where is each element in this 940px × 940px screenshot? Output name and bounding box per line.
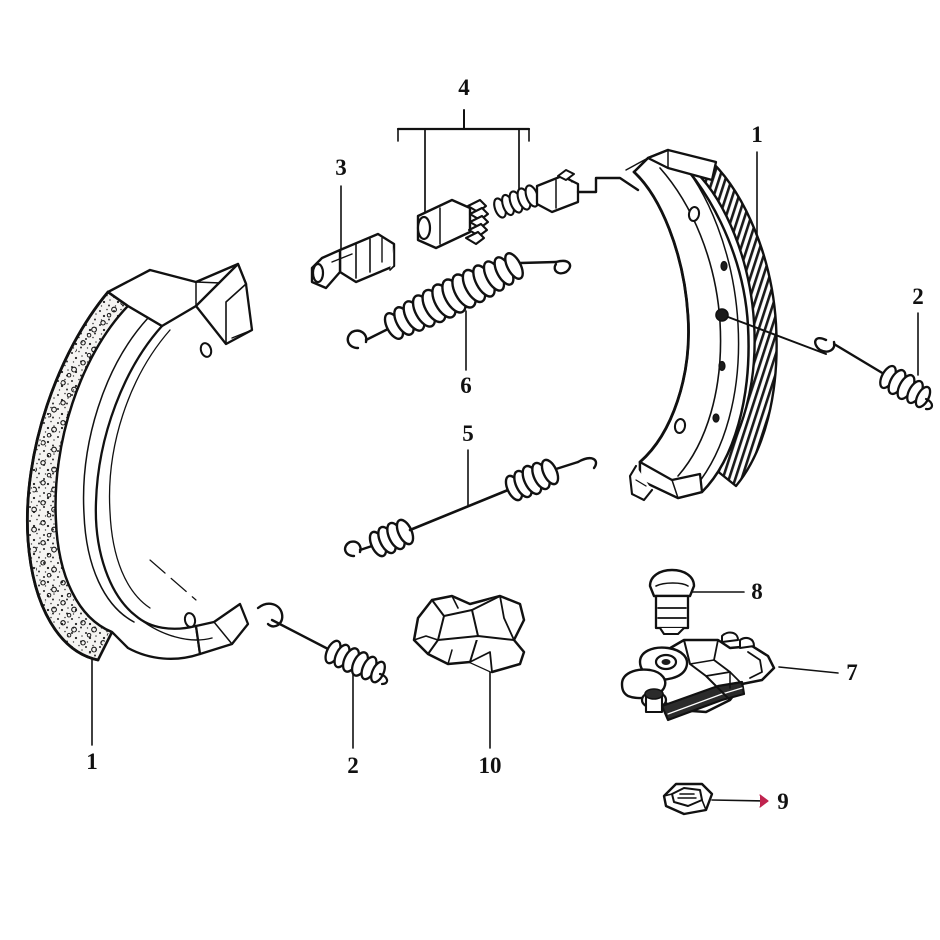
part-hold-down-spring-left xyxy=(256,602,389,686)
callout-8[interactable]: 8 xyxy=(751,579,763,604)
callout-5[interactable]: 5 xyxy=(462,421,474,446)
part-shoe-support-bracket xyxy=(412,594,526,674)
part-adjuster-nut xyxy=(416,198,490,250)
callout-1-right[interactable]: 1 xyxy=(751,122,763,147)
part-brake-shoe-right xyxy=(625,148,778,502)
callout-9[interactable]: 9 xyxy=(777,789,789,814)
callout-6[interactable]: 6 xyxy=(460,373,472,398)
part-brake-shoe-left xyxy=(25,262,254,662)
callout-10[interactable]: 10 xyxy=(478,753,502,778)
part-return-spring-short xyxy=(343,457,598,558)
part-return-spring-long xyxy=(346,252,572,350)
part-retaining-pin xyxy=(648,568,696,636)
callout-3[interactable]: 3 xyxy=(335,155,347,180)
part-expander-lever xyxy=(620,631,776,722)
leader-lines xyxy=(91,109,919,808)
callout-2-left[interactable]: 2 xyxy=(347,753,359,778)
part-hold-down-spring-right xyxy=(727,316,934,411)
callout-2-right[interactable]: 2 xyxy=(912,284,924,309)
leader-bracket-4 xyxy=(396,109,531,226)
part-retaining-clip xyxy=(662,782,714,816)
callout-1-left[interactable]: 1 xyxy=(86,749,98,774)
callout-7[interactable]: 7 xyxy=(846,660,858,685)
leader-9 xyxy=(711,794,769,808)
part-adjuster-screw xyxy=(493,169,640,219)
leader-7 xyxy=(778,666,839,674)
callout-4[interactable]: 4 xyxy=(458,75,470,100)
part-adjuster-sleeve xyxy=(310,232,396,290)
